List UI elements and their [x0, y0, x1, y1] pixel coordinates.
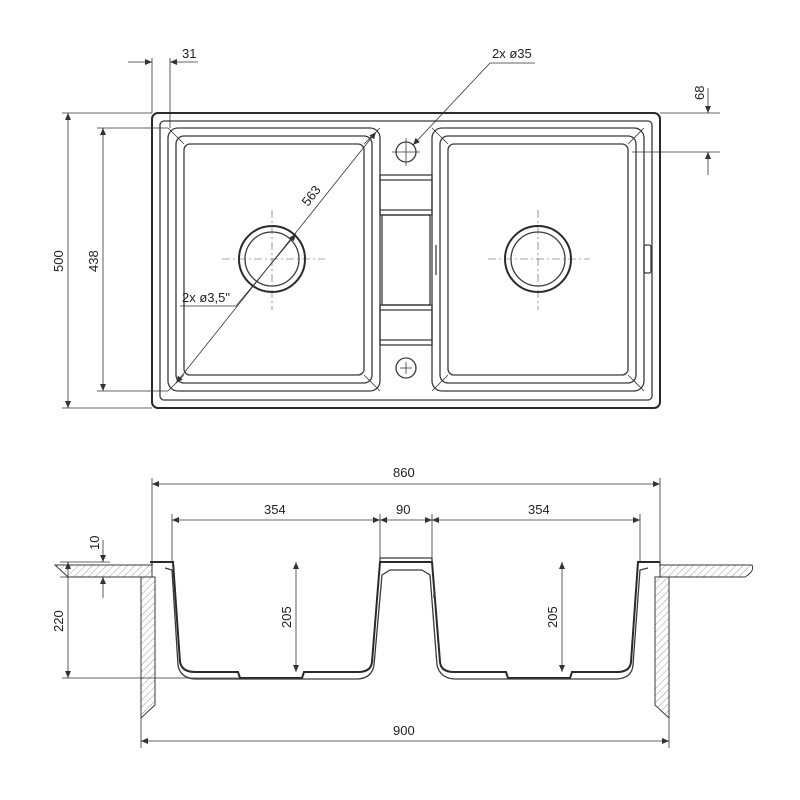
dim-bowl-height: 438 [86, 127, 168, 392]
dim-depth-total: 220 [51, 562, 240, 679]
dim-drain-label: 2x ø3,5" [182, 290, 230, 305]
dim-tap-holes: 2x ø35 [412, 46, 535, 146]
dim-220-label: 220 [51, 610, 66, 632]
dim-bowl-depth: 205 205 [279, 562, 565, 672]
center-divider [379, 174, 437, 346]
sink-profile [150, 557, 661, 680]
countertop-right [659, 564, 754, 578]
dim-right-depth: 68 [632, 86, 720, 175]
dim-10-label: 10 [87, 536, 102, 550]
sink-outer-rim [151, 112, 661, 409]
dim-width-top: 860 [151, 465, 661, 562]
dim-205-right-label: 205 [545, 606, 560, 628]
cabinet-wall-right [654, 576, 670, 720]
dim-860-label: 860 [393, 465, 415, 480]
tap-hole-bottom [395, 357, 417, 379]
cabinet-wall-left [140, 576, 156, 720]
drain-right [488, 210, 590, 310]
dim-width-bottom: 900 [140, 718, 670, 748]
right-bowl [431, 127, 652, 392]
dim-900-label: 900 [393, 723, 415, 738]
dim-holes-label: 2x ø35 [492, 46, 532, 61]
dim-bowl-widths: 354 90 354 [171, 502, 641, 562]
dim-drain-size: 2x ø3,5" [180, 233, 297, 307]
dim-500-label: 500 [51, 250, 66, 272]
dim-68-label: 68 [692, 86, 707, 100]
dim-354-right-label: 354 [528, 502, 550, 517]
dim-205-left-label: 205 [279, 606, 294, 628]
dim-90-label: 90 [396, 502, 410, 517]
dim-563-label: 563 [299, 183, 324, 209]
section-view: 860 354 90 354 10 220 [51, 465, 754, 748]
top-view: 31 2x ø35 68 500 438 [51, 46, 720, 409]
dim-438-label: 438 [86, 250, 101, 272]
tap-hole-top [392, 138, 420, 166]
sink-inner-rim [159, 120, 653, 401]
countertop-left [53, 564, 153, 578]
dim-rim-label: 31 [182, 46, 196, 61]
dim-354-left-label: 354 [264, 502, 286, 517]
dim-rim-width: 31 [128, 46, 198, 128]
dim-total-height: 500 [51, 112, 152, 409]
